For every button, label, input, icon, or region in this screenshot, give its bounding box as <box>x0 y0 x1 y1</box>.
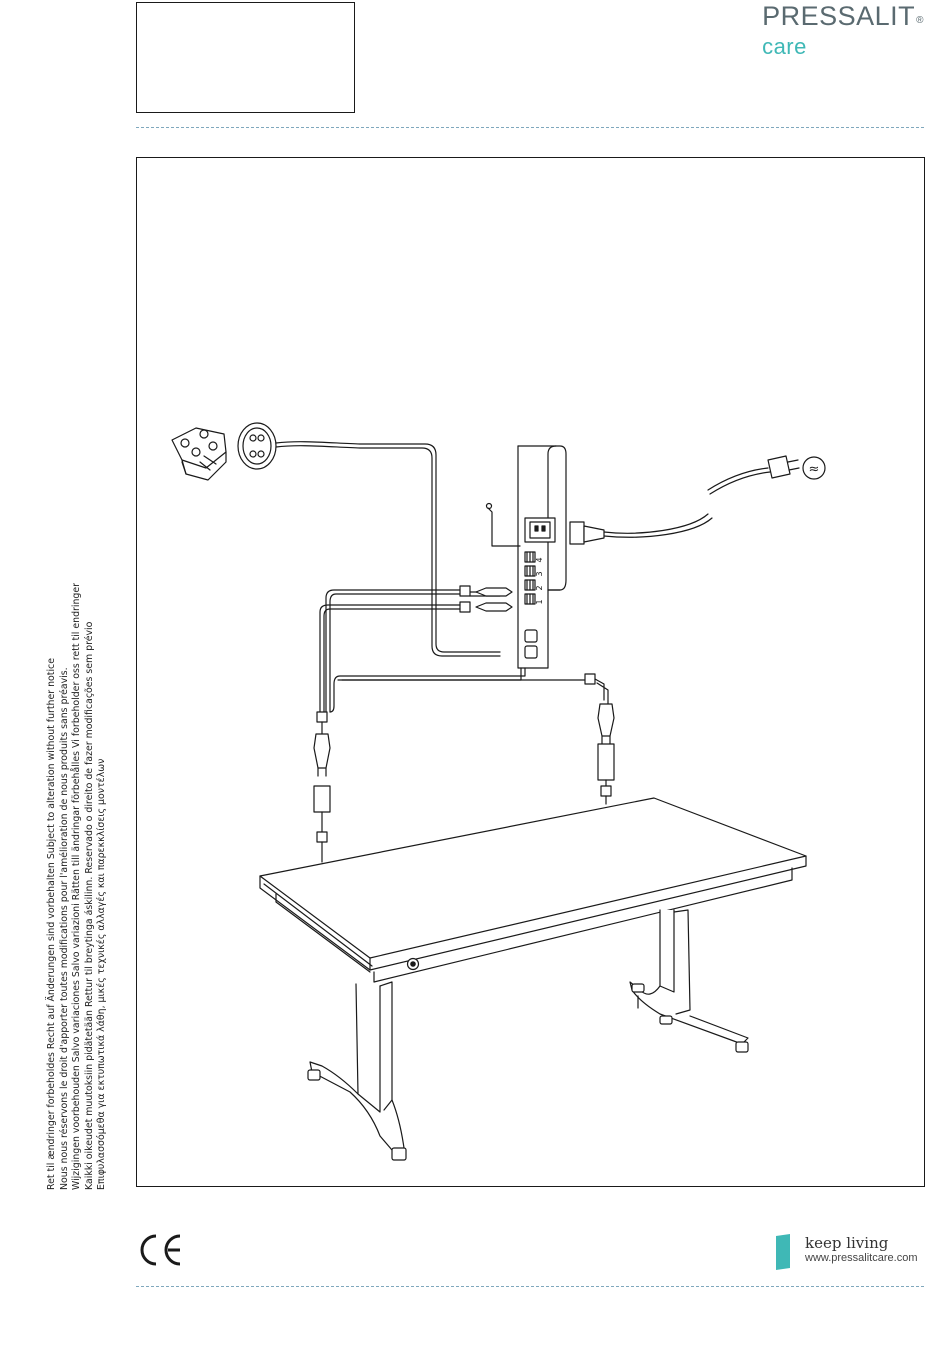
port-label-2: 2 <box>535 585 544 590</box>
footer-brand: keep living www.pressalitcare.com <box>805 1234 917 1265</box>
height-adjustable-table-icon <box>259 797 807 1161</box>
port-label-3: 3 <box>535 571 544 576</box>
actuator-cables <box>313 585 615 863</box>
control-box-icon <box>485 445 567 669</box>
footer-divider <box>136 1286 924 1287</box>
illustration-frame <box>136 157 925 1187</box>
ac-power-icon: ≈ <box>802 456 826 480</box>
tagline: keep living <box>805 1234 889 1252</box>
power-plug-icon <box>569 455 800 545</box>
brand-name: PRESSALIT <box>762 1 916 31</box>
brand-reg-mark: ® <box>916 15 924 26</box>
label-box <box>136 2 355 113</box>
ac-symbol: ≈ <box>809 462 820 477</box>
header-divider <box>136 127 924 128</box>
brand-logo: PRESSALIT® care <box>762 2 924 59</box>
website-link[interactable]: www.pressalitcare.com <box>805 1252 918 1264</box>
keep-living-logo-icon <box>776 1234 792 1275</box>
port-label-1: 1 <box>535 599 544 604</box>
port-label-4: 4 <box>535 557 544 562</box>
push-button-icon <box>237 422 501 657</box>
brand-sub: care <box>762 34 807 59</box>
hand-control-icon <box>171 427 227 481</box>
ce-mark-icon <box>136 1232 184 1273</box>
